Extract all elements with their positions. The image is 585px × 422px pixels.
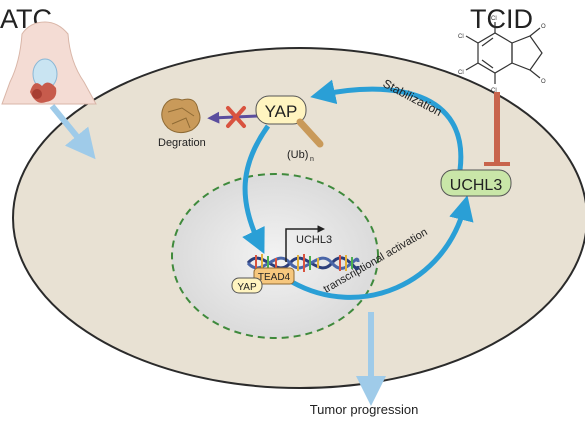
yap-small-label: YAP <box>237 282 257 293</box>
tcid-cl-3: Cl <box>491 16 497 22</box>
transcriptional-arrow <box>290 195 474 300</box>
degradation-label: Degration <box>158 137 206 149</box>
nucleus <box>171 173 379 339</box>
tead4-node <box>253 267 295 285</box>
yap-label: YAP <box>265 102 298 121</box>
tcid-o-1: O <box>541 24 546 30</box>
uchl3-node <box>440 169 512 197</box>
tumor-label: Tumor progression <box>310 402 419 417</box>
degraded-protein-icon <box>161 98 201 134</box>
atc-arrow <box>49 104 96 160</box>
tead4-label: TEAD4 <box>258 272 291 283</box>
tcid-cl-2: Cl <box>458 70 464 76</box>
yap-small-node <box>231 277 263 294</box>
neck-thyroid-icon <box>1 21 97 105</box>
tcid-structure-icon <box>465 22 543 84</box>
tcid-o-2: O <box>541 79 546 85</box>
ub-label: (Ub) <box>287 149 308 161</box>
ub-subscript: n <box>310 156 314 163</box>
tcid-cl-4: Cl <box>491 88 497 94</box>
tss-arrow <box>285 225 325 262</box>
yap-to-nucleus-arrow <box>242 124 271 254</box>
tcid-label: TCID <box>470 4 533 34</box>
yap-node <box>255 95 307 125</box>
uchl3-gene-label: UCHL3 <box>296 234 332 246</box>
stabilization-arrow <box>310 79 464 171</box>
ubiquitin-chain <box>296 118 324 148</box>
block-x-icon <box>226 106 246 128</box>
tcid-cl-1: Cl <box>458 34 464 40</box>
uchl3-label: UCHL3 <box>450 177 503 194</box>
